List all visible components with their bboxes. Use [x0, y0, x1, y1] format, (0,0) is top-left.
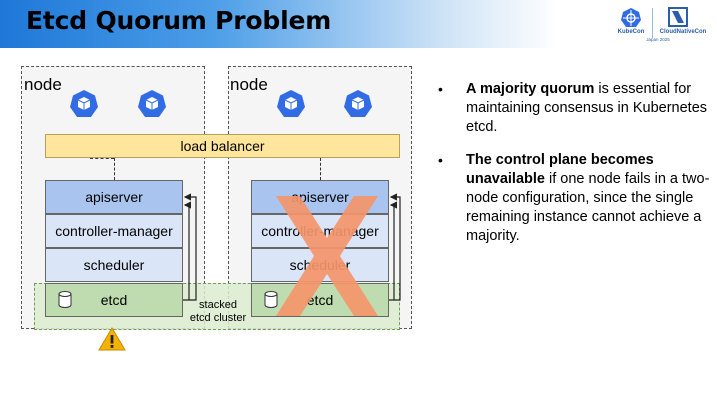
bullet-list: • A majority quorum is essential for mai… — [436, 80, 711, 260]
event-location-text: Japan 2025 — [646, 37, 670, 42]
connector-line — [320, 158, 321, 180]
kubecon-logo-icon — [621, 8, 641, 27]
node-label-2: node — [230, 75, 268, 94]
database-icon — [264, 291, 278, 308]
bullet-bold-text: The control plane becomes unavailable — [466, 152, 654, 187]
apiserver-label: apiserver — [291, 189, 349, 205]
etcd-label: etcd — [306, 292, 334, 308]
database-icon — [58, 291, 72, 308]
etcd-cluster-label: stacked etcd cluster — [186, 299, 250, 325]
kubernetes-icon — [277, 90, 305, 117]
scheduler-box: scheduler — [45, 248, 183, 282]
bullet-text: if one node fails in a two-node configur… — [466, 171, 710, 244]
etcd-label: etcd — [100, 292, 128, 308]
node-label-1: node — [24, 75, 62, 94]
apiserver-box: apiserver — [45, 180, 183, 214]
failure-cross-icon — [276, 196, 378, 316]
etcd-cluster-label-line2: etcd cluster — [189, 312, 247, 324]
controller-manager-label: controller-manager — [55, 223, 173, 239]
kubernetes-icon — [70, 90, 98, 117]
apiserver-label: apiserver — [85, 189, 143, 205]
connector-line — [114, 158, 115, 180]
slide-header: Etcd Quorum Problem KubeCon CloudNativeC… — [0, 0, 717, 48]
scheduler-label: scheduler — [83, 257, 145, 273]
controller-manager-box: controller-manager — [45, 214, 183, 248]
bullet-marker: • — [438, 81, 443, 97]
connector-line — [90, 158, 114, 159]
bullet-marker: • — [438, 152, 443, 168]
kubecon-text: KubeCon — [617, 29, 645, 35]
cloudnativecon-logo-icon — [668, 7, 688, 27]
bullet-item: • A majority quorum is essential for mai… — [436, 80, 711, 137]
bullet-item: • The control plane becomes unavailable … — [436, 151, 711, 246]
cloudnativecon-text: CloudNativeCon — [659, 29, 707, 35]
bullet-text: is essential for maintaining consensus i… — [466, 81, 708, 135]
load-balancer: load balancer — [45, 134, 400, 158]
slide-title: Etcd Quorum Problem — [26, 6, 332, 35]
bullet-bold-text: A majority quorum — [466, 81, 595, 97]
event-logos: KubeCon CloudNativeCon Japan 2025 — [612, 5, 712, 43]
load-balancer-label: load balancer — [180, 138, 265, 154]
etcd-cluster-label-line1: stacked — [199, 299, 237, 311]
warning-icon — [98, 327, 126, 351]
kubernetes-icon — [138, 90, 166, 117]
logo-divider — [652, 8, 653, 38]
kubernetes-icon — [344, 90, 372, 117]
